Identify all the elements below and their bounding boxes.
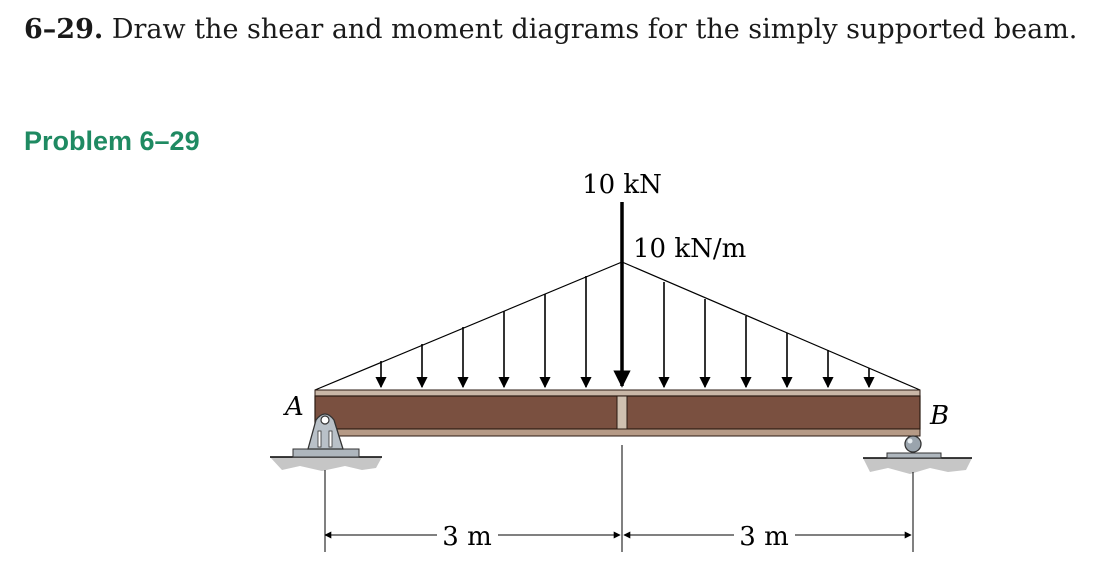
roller-support-b [863,435,972,474]
dimension-right-label: 3 m [739,522,788,552]
problem-title: Problem 6–29 [24,126,200,156]
problem-statement: 6–29. Draw the shear and moment diagrams… [24,14,1077,45]
distributed-load-arrows [375,276,875,389]
pin-support-a [270,413,382,471]
dimension-left-label: 3 m [442,522,491,552]
distributed-load-label: 10 kN/m [633,234,746,264]
support-b-label: B [929,401,949,431]
problem-number: 6–29. [24,14,104,45]
point-load-label: 10 kN [582,170,662,200]
distributed-load-envelope [314,261,921,391]
problem-text: Draw the shear and moment diagrams for t… [111,14,1078,45]
extension-lines [324,445,914,552]
beam [314,389,921,437]
support-a-label: A [283,392,304,422]
